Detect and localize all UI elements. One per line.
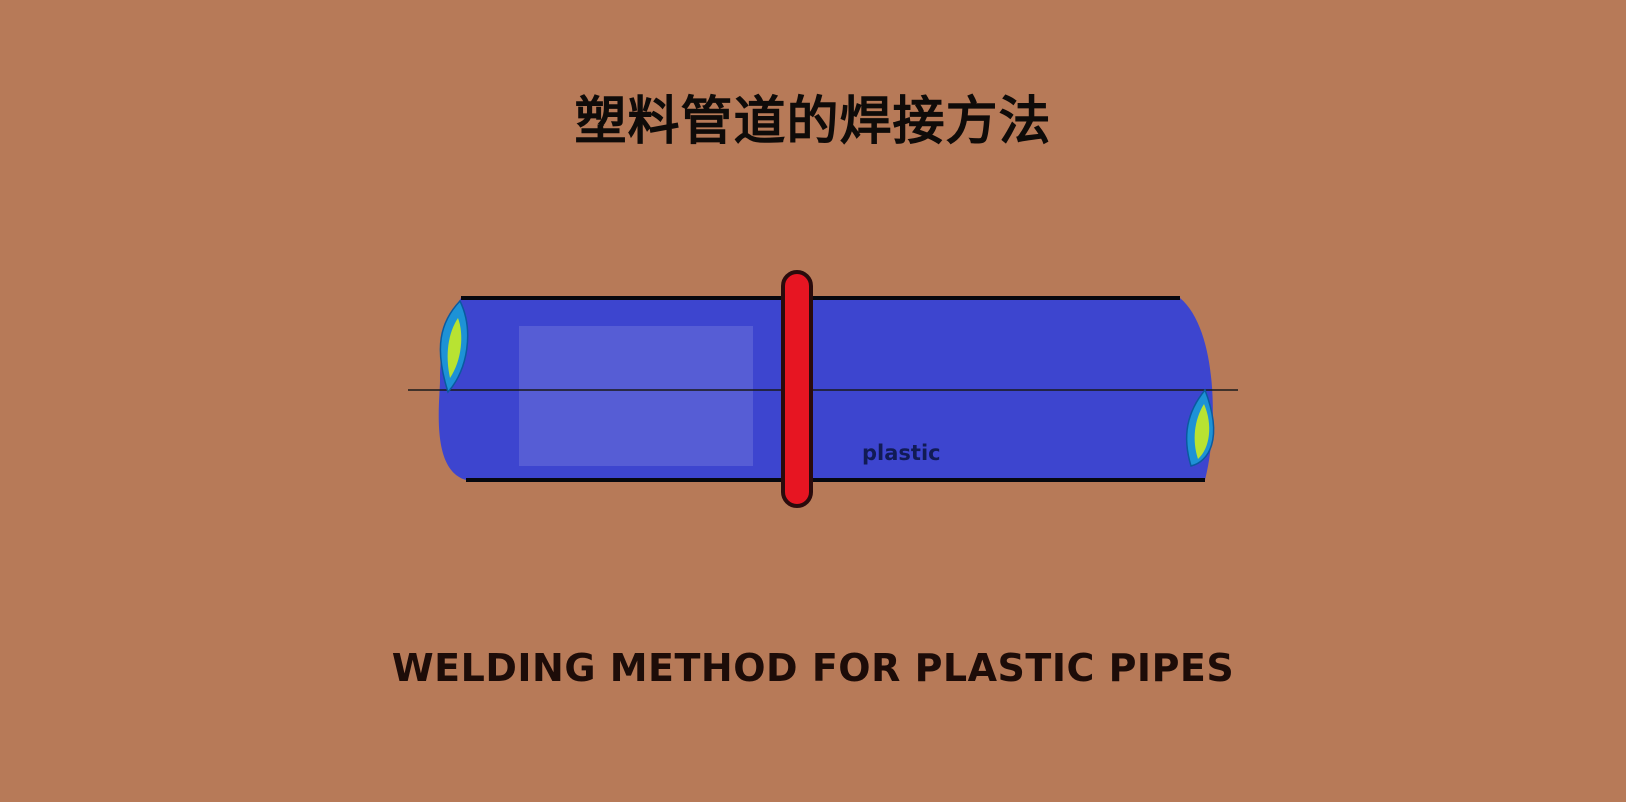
pipe-body xyxy=(438,298,1213,480)
right-flame-icon xyxy=(1185,388,1215,467)
weld-band xyxy=(781,270,813,508)
pipe-material-label: plastic xyxy=(862,441,941,465)
left-flame-icon xyxy=(439,299,469,394)
pipe-watermark xyxy=(519,326,753,466)
page-title: 塑料管道的焊接方法 xyxy=(574,92,1052,152)
page-subtitle: WELDING METHOD FOR PLASTIC PIPES xyxy=(391,646,1235,690)
